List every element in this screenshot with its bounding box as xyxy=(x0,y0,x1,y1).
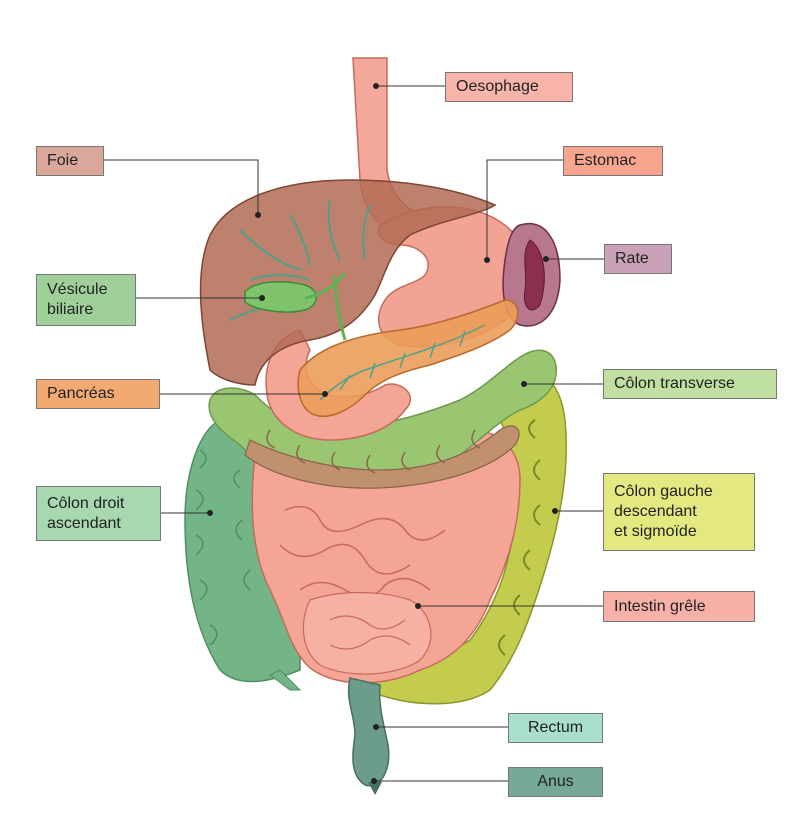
label-rate-text: Rate xyxy=(615,250,649,267)
anus xyxy=(368,782,382,795)
transverse-colon xyxy=(208,349,557,489)
label-rectum-text: Rectum xyxy=(527,719,584,736)
label-anus: Anus xyxy=(508,767,603,797)
leader-dots xyxy=(207,83,558,784)
label-foie-text: Foie xyxy=(47,152,79,169)
label-pancreas-text: Pancréas xyxy=(47,385,115,402)
label-colon-droit-line-2: ascendant xyxy=(47,514,121,532)
label-foie: Foie xyxy=(36,146,104,176)
label-vesicule-line-1: Vésicule xyxy=(47,281,108,298)
label-oesophage: Oesophage xyxy=(445,72,573,102)
label-intestin-text: Intestin grêle xyxy=(614,597,706,615)
leader-lines xyxy=(104,85,604,782)
label-anus-text: Anus xyxy=(537,773,574,790)
label-oesophage-text: Oesophage xyxy=(456,78,539,95)
label-vesicule-biliaire: Vésicule biliaire xyxy=(36,274,136,326)
pancreas xyxy=(297,299,519,417)
label-colon-droit-line-1: Côlon droit xyxy=(47,494,125,512)
gallbladder xyxy=(244,281,317,313)
liver xyxy=(199,179,497,386)
label-estomac-text: Estomac xyxy=(574,152,637,169)
label-rate: Rate xyxy=(604,244,672,274)
label-colon-gauche: Côlon gauche descendant et sigmoïde xyxy=(603,473,755,551)
label-colon-transverse: Côlon transverse xyxy=(603,369,777,399)
label-intestin-grele: Intestin grêle xyxy=(603,591,755,622)
label-rectum: Rectum xyxy=(508,713,603,743)
label-colon-gauche-line-2: descendant xyxy=(614,503,697,520)
label-colon-gauche-line-1: Côlon gauche xyxy=(614,483,713,500)
label-colon-droit-ascendant: Côlon droit ascendant xyxy=(36,486,161,541)
rectum xyxy=(347,677,390,787)
label-colon-gauche-line-3: et sigmoïde xyxy=(614,523,697,540)
label-pancreas: Pancréas xyxy=(36,379,160,409)
label-estomac: Estomac xyxy=(563,146,663,176)
label-vesicule-line-2: biliaire xyxy=(47,301,94,318)
label-colon-transverse-text: Côlon transverse xyxy=(614,375,735,392)
